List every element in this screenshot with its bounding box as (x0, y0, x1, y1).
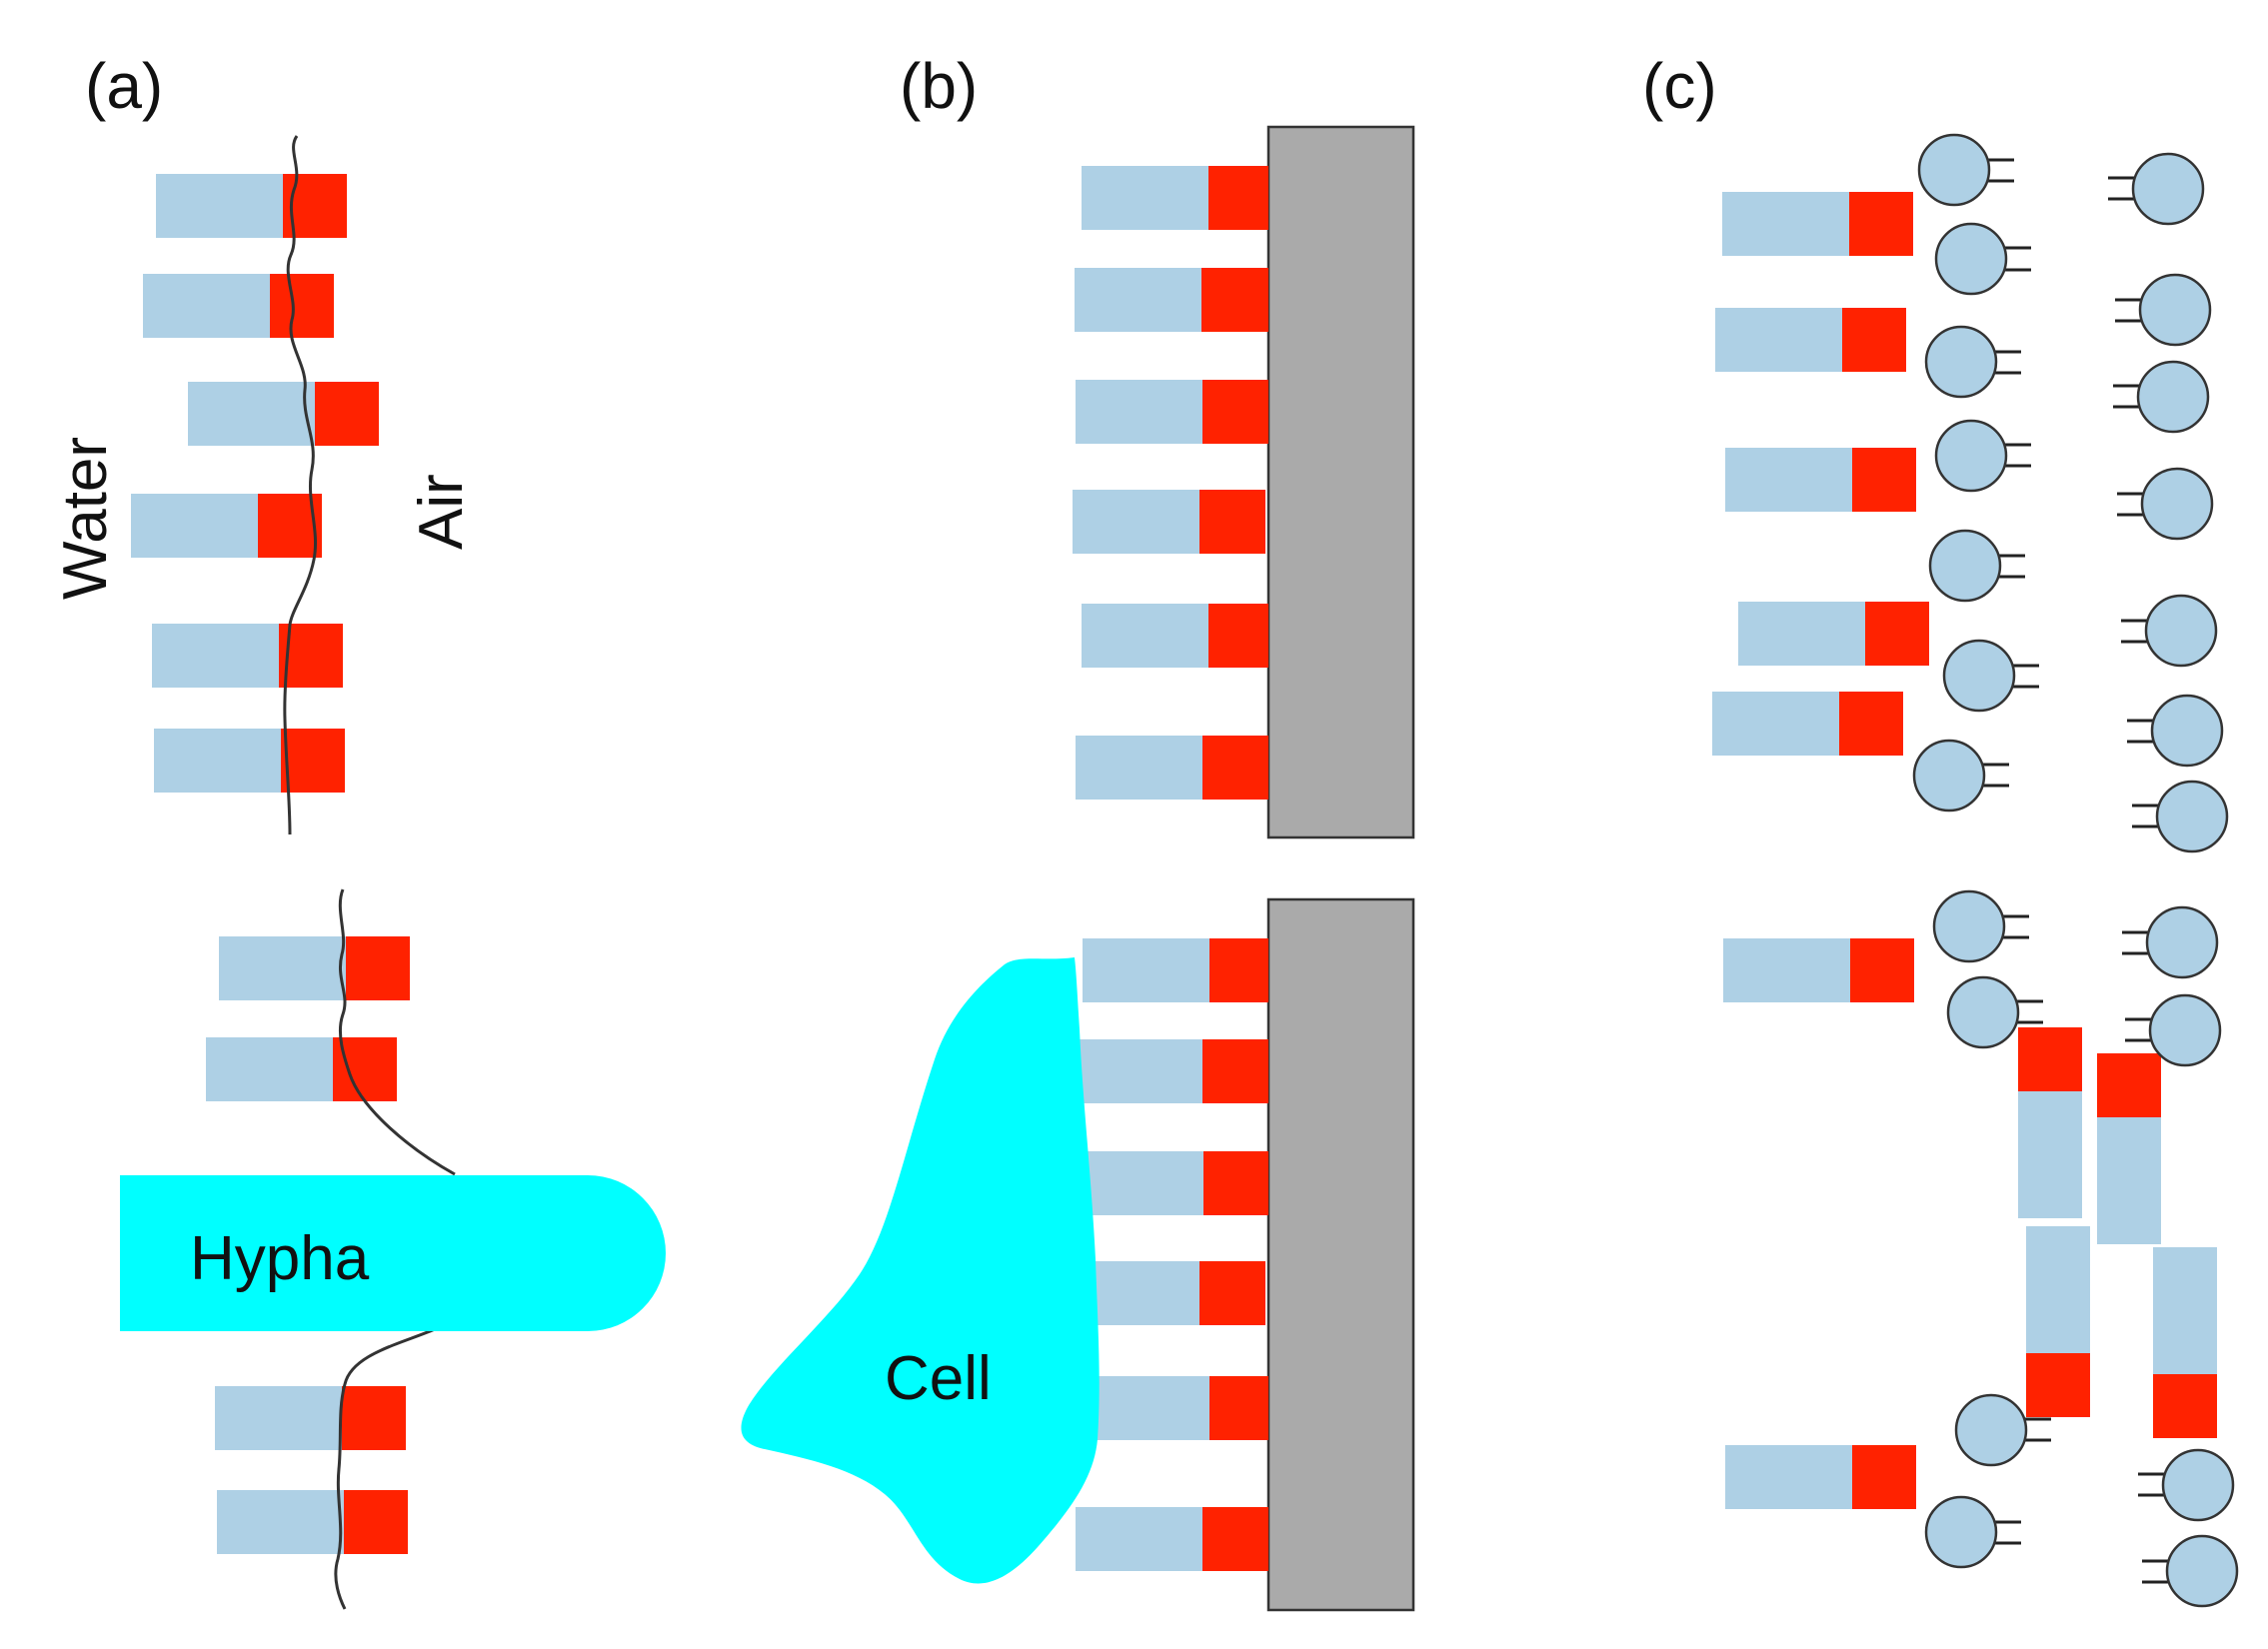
cell-label: Cell (885, 1344, 992, 1413)
hypha (120, 1175, 666, 1331)
lipid (1934, 419, 2031, 493)
surface-molecules-bottom (1073, 938, 1268, 1571)
lipid (1942, 639, 2039, 713)
panel-c: (c) (1642, 50, 2239, 1608)
lipid (1928, 529, 2025, 603)
lipid (2113, 360, 2210, 434)
surface-bottom (1266, 897, 1415, 1612)
cell (741, 957, 1100, 1584)
lipid (1932, 889, 2029, 963)
panel-c-label: (c) (1642, 50, 1717, 122)
lipid (2125, 993, 2222, 1067)
lipid (1924, 325, 2021, 399)
panel-a-label: (a) (85, 50, 163, 122)
lipid (2138, 1448, 2235, 1522)
lipid (2121, 594, 2218, 668)
panel-b-label: (b) (900, 50, 978, 122)
lipid (1924, 1495, 2021, 1569)
water-label: Water (51, 437, 120, 600)
lipids-inner-leaflet (2108, 152, 2239, 1608)
lipids-outer-leaflet (1912, 133, 2051, 1569)
surface-top (1266, 125, 1415, 839)
interface-molecules-top (131, 174, 379, 793)
lipid (1912, 739, 2009, 813)
interface-line-upper (338, 888, 456, 1176)
lipid (1946, 975, 2043, 1049)
lipid (1917, 133, 2014, 207)
interface-line-lower (334, 1327, 436, 1610)
lipid (2108, 152, 2205, 226)
interface-molecules-bottom (206, 936, 410, 1554)
water-air-interface-line (283, 135, 318, 835)
air-label: Air (407, 474, 476, 550)
lipid (2127, 694, 2224, 768)
lipid (1934, 222, 2031, 296)
surface-molecules-top (1073, 166, 1268, 800)
lipid (2115, 273, 2212, 347)
hypha-label: Hypha (190, 1224, 370, 1293)
lipid (1954, 1393, 2051, 1467)
membrane-hydrophobins (1712, 192, 2217, 1509)
lipid (2117, 467, 2214, 541)
panel-b: (b) Cell (741, 50, 1415, 1612)
lipid (2122, 905, 2219, 979)
lipid (2132, 780, 2229, 853)
lipid (2142, 1534, 2239, 1608)
panel-a: (a) Water Air Hypha (51, 50, 666, 1610)
